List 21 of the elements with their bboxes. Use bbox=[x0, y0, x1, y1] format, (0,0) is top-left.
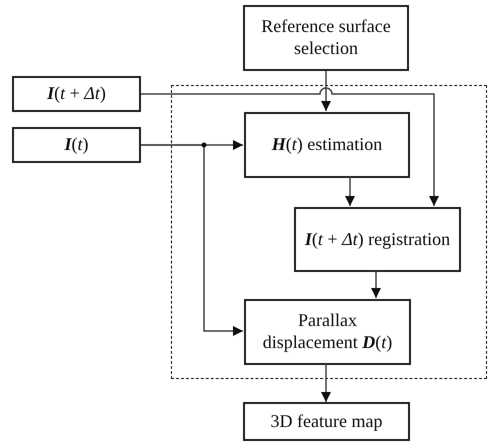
arrow bbox=[141, 88, 439, 206]
arrow bbox=[321, 71, 331, 111]
process-box bbox=[294, 207, 461, 272]
arrow bbox=[371, 271, 381, 298]
dashed-group-box bbox=[171, 85, 487, 379]
arrow bbox=[345, 177, 355, 206]
box-label: H(t) estimation bbox=[270, 134, 384, 156]
process-box bbox=[244, 299, 411, 365]
box-label: Reference surface selection bbox=[260, 16, 392, 60]
box-label: Parallax displacement D(t) bbox=[262, 310, 394, 354]
process-box bbox=[243, 5, 409, 71]
process-box bbox=[243, 402, 410, 441]
box-label: I(t + Δt) registration bbox=[304, 228, 452, 250]
box-label: 3D feature map bbox=[270, 410, 384, 432]
process-box bbox=[12, 76, 141, 112]
process-box bbox=[12, 127, 141, 163]
box-label: I(t) bbox=[63, 134, 90, 156]
arrow bbox=[141, 144, 243, 336]
process-box bbox=[244, 112, 410, 178]
box-label: I(t + Δt) bbox=[46, 83, 107, 105]
arrow bbox=[321, 364, 331, 402]
